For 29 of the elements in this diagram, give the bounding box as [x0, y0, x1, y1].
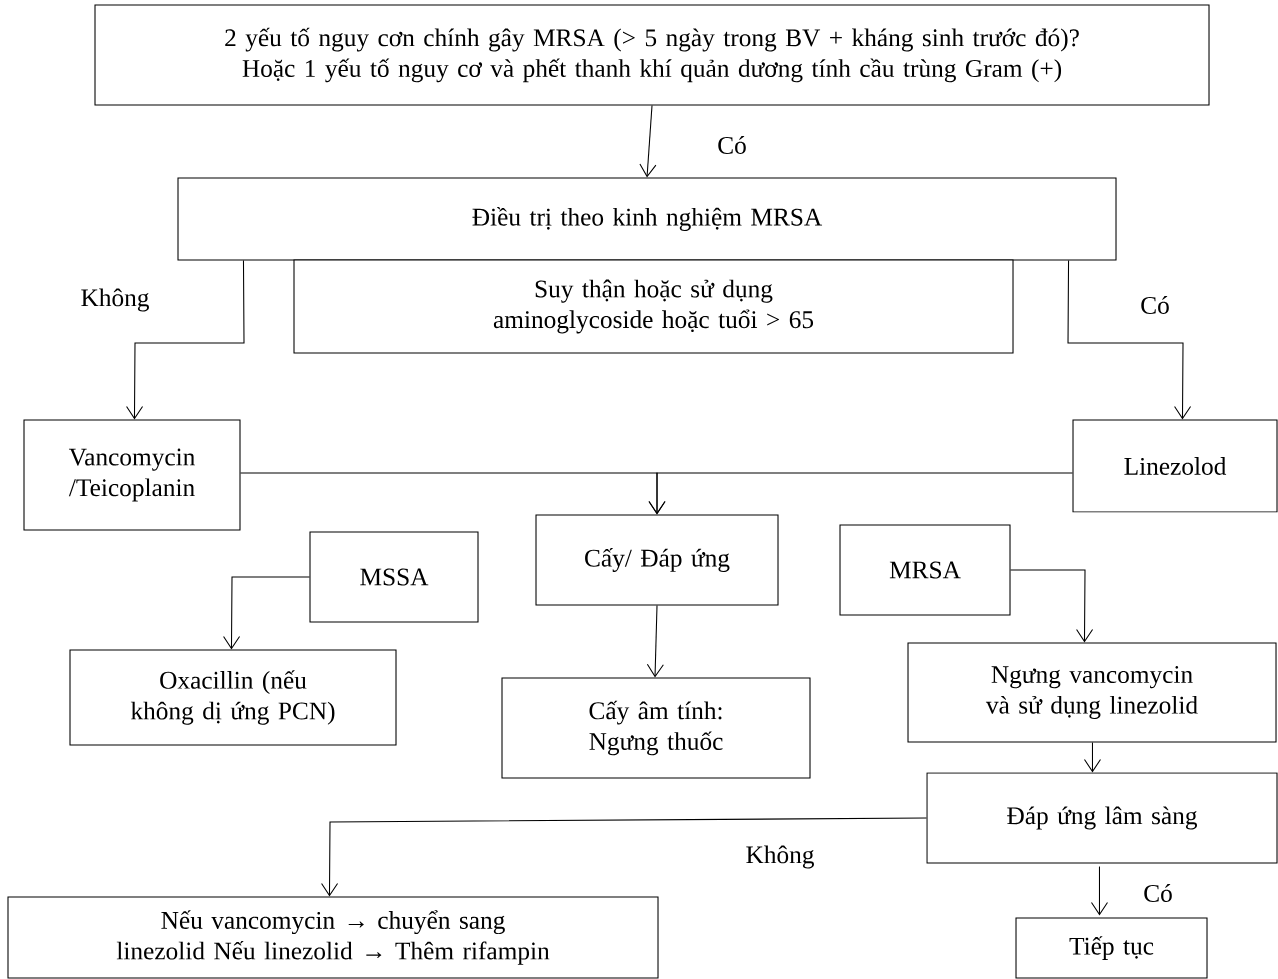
arrow [639, 105, 657, 178]
process-box: Tiếp tục [1015, 917, 1208, 979]
arrow [1083, 742, 1101, 773]
arrow [648, 472, 1073, 515]
edge-label: Có [1141, 882, 1175, 904]
process-box: Cấy/ Đáp ứng [535, 514, 779, 606]
process-box: Nếu vancomycin → chuyển sang linezolid Nếu linezolid → Thêm rifampin [7, 896, 659, 979]
arrow [1010, 569, 1094, 643]
arrow [646, 605, 664, 678]
process-box: Linezolod [1072, 419, 1278, 513]
process-box: 2 yếu tố nguy cơn chính gây MRSA (> 5 ngày trong BV + kháng sinh trước đó)? Hoặc 1 yếu tố nguy cơ và phết thanh khí quản dương tính cầu trùng Gram (+) [94, 4, 1210, 106]
edge-label: Có [1138, 294, 1172, 316]
arrow [1090, 866, 1108, 916]
process-box: Điều trị theo kinh nghiệm MRSA [177, 177, 1117, 261]
edge-label: Không [79, 287, 151, 313]
process-box: Oxacillin (nếu không dị ứng PCN) [69, 649, 397, 746]
process-box: Cấy âm tính: Ngưng thuốc [501, 677, 811, 779]
arrow [321, 817, 927, 897]
process-box: MRSA [839, 524, 1011, 616]
process-box: Vancomycin /Teicoplanin [23, 419, 241, 531]
process-box: Suy thận hoặc sử dụng aminoglycoside hoặc tuổi > 65 [293, 259, 1014, 354]
arrow [223, 576, 310, 650]
process-box: Ngưng vancomycin và sử dụng linezolid [907, 642, 1277, 743]
arrow [1067, 260, 1192, 420]
process-box: MSSA [309, 531, 479, 623]
process-box: Đáp ứng lâm sàng [926, 772, 1278, 864]
edge-label: Có [715, 134, 749, 156]
arrow [126, 260, 245, 420]
edge-label: Không [744, 844, 816, 870]
